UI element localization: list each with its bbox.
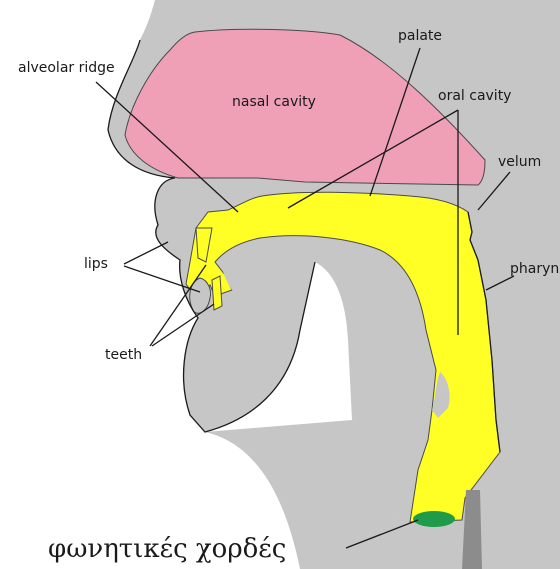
label-teeth: teeth — [105, 347, 142, 363]
label-nasal-cavity: nasal cavity — [232, 94, 316, 110]
label-lips: lips — [84, 256, 108, 272]
label-oral-cavity: oral cavity — [438, 88, 511, 104]
label-pharynx: pharynx — [510, 261, 560, 277]
label-velum: velum — [498, 154, 541, 170]
vocal-folds — [413, 511, 455, 527]
lips-leader-a — [124, 242, 168, 264]
label-alveolar-ridge: alveolar ridge — [18, 60, 115, 76]
label-vocal-cords: φωνητικές χορδές — [48, 534, 286, 564]
label-palate: palate — [398, 28, 442, 44]
